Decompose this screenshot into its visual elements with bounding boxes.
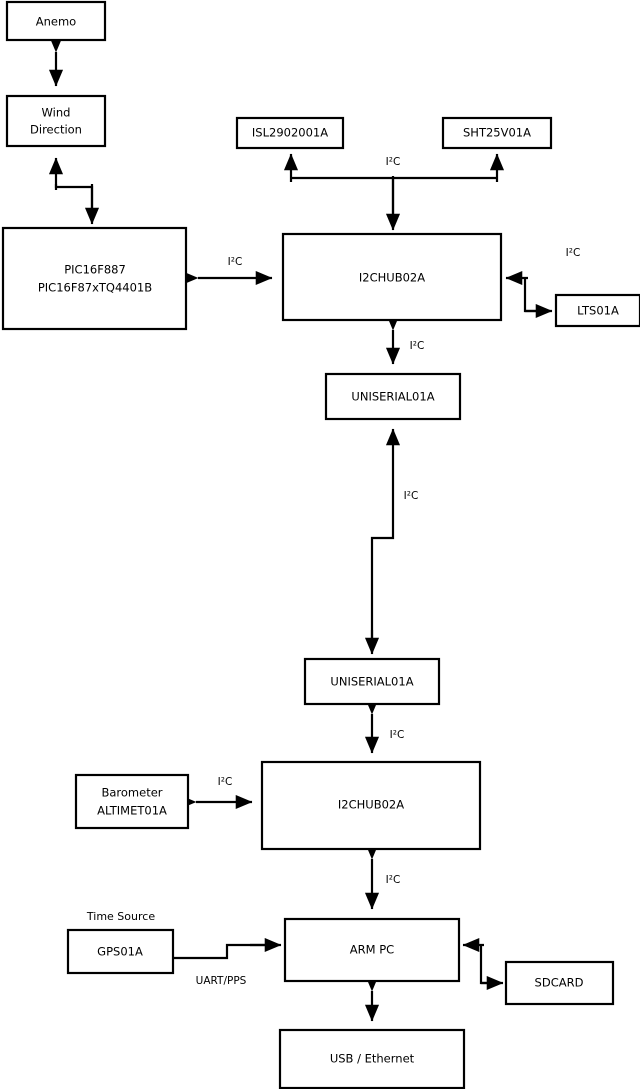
edge-i2chub-top-uniserial-top: I²C <box>385 313 425 365</box>
node-label-wind-direction-line1: Wind <box>42 106 71 120</box>
node-label-uniserial01a-bottom: UNISERIAL01A <box>330 675 413 689</box>
node-label-sht25v01a: SHT25V01A <box>463 126 531 140</box>
node-box[interactable] <box>303 657 441 706</box>
node-label-gps01a: GPS01A <box>97 945 143 959</box>
node-label-barometer-line1: Barometer <box>101 786 162 800</box>
node-label-sdcard: SDCARD <box>535 976 584 990</box>
edge-label-uniserial-bottom-i2c: I²C <box>390 729 405 741</box>
node-label-lts01a: LTS01A <box>577 304 619 318</box>
edge-wind-direction-pic <box>48 157 100 225</box>
edge-label-long-i2c: I²C <box>404 490 419 502</box>
edge-label-pic-hub: I²C <box>228 256 243 268</box>
edge-branch-left <box>291 176 395 224</box>
edge-i2chub-top-lts: I²C <box>505 247 581 319</box>
node-wind-direction[interactable]: Wind Direction <box>5 94 107 148</box>
node-label-pic-line1: PIC16F887 <box>64 263 126 277</box>
edge-gps-arm-pc: UART/PPS <box>173 937 282 987</box>
node-box[interactable] <box>283 917 461 983</box>
node-isl2902001a[interactable]: ISL2902001A <box>235 116 345 150</box>
edge-path <box>370 432 395 640</box>
node-label-uniserial01a-top: UNISERIAL01A <box>351 390 434 404</box>
node-label-usb-ethernet: USB / Ethernet <box>330 1052 415 1066</box>
edge-uniserial-bottom-i2chub-bottom: I²C <box>364 697 405 754</box>
edge-elbow <box>479 945 498 985</box>
edge-label-barometer-i2c: I²C <box>218 776 233 788</box>
node-label-wind-direction-line2: Direction <box>30 123 82 137</box>
node-sht25v01a[interactable]: SHT25V01A <box>441 116 553 150</box>
edge-label-uart-pps: UART/PPS <box>196 975 247 987</box>
node-label-i2chub02a-bottom: I2CHUB02A <box>338 798 404 812</box>
edge-label-uniserial-i2c: I²C <box>410 340 425 352</box>
node-label-pic-line2: PIC16F87xTQ4401B <box>38 281 152 295</box>
node-box[interactable] <box>5 94 107 148</box>
edge-path <box>173 943 275 960</box>
edge-i2chub-top-to-sensors: I²C <box>283 153 505 231</box>
node-box[interactable] <box>66 928 175 975</box>
node-label-barometer-line2: ALTIMET01A <box>97 804 167 818</box>
edge-elbow <box>523 278 546 313</box>
edge-line <box>54 184 94 218</box>
node-pic-microcontroller[interactable]: PIC16F887 PIC16F87xTQ4401B <box>1 226 188 331</box>
node-box[interactable] <box>5 0 107 42</box>
node-box[interactable] <box>281 232 503 322</box>
node-box[interactable] <box>260 760 482 851</box>
edge-label-arm-i2c: I²C <box>386 874 401 886</box>
node-label-arm-pc: ARM PC <box>350 943 394 957</box>
edge-i2chub-bottom-arm-pc: I²C <box>364 842 401 910</box>
node-arm-pc[interactable]: ARM PC <box>283 917 461 983</box>
label-time-source: Time Source <box>86 910 155 923</box>
edge-uniserial-top-uniserial-bottom: I²C <box>364 428 419 655</box>
node-box[interactable] <box>504 960 615 1006</box>
node-uniserial01a-bottom[interactable]: UNISERIAL01A <box>303 657 441 706</box>
node-barometer-altimet01a[interactable]: Barometer ALTIMET01A <box>74 773 190 830</box>
edge-label-sensors-i2c: I²C <box>386 156 401 168</box>
node-box[interactable] <box>74 773 190 830</box>
node-box[interactable] <box>441 116 553 150</box>
edge-arm-pc-sdcard <box>462 937 504 991</box>
edge-pic-i2chub-top: I²C <box>181 256 273 286</box>
node-sdcard[interactable]: SDCARD <box>504 960 615 1006</box>
node-label-i2chub02a-top: I2CHUB02A <box>359 271 425 285</box>
node-gps01a[interactable]: GPS01A <box>66 928 175 975</box>
node-anemo[interactable]: Anemo <box>5 0 107 42</box>
node-i2chub02a-top[interactable]: I2CHUB02A <box>281 232 503 322</box>
node-label-anemo: Anemo <box>36 15 76 29</box>
node-i2chub02a-bottom[interactable]: I2CHUB02A <box>260 760 482 851</box>
node-lts01a[interactable]: LTS01A <box>554 293 640 328</box>
node-uniserial01a-top[interactable]: UNISERIAL01A <box>324 372 462 421</box>
node-usb-ethernet[interactable]: USB / Ethernet <box>278 1028 466 1089</box>
node-box[interactable] <box>554 293 640 328</box>
edge-label-lts-i2c: I²C <box>566 247 581 259</box>
node-box[interactable] <box>1 226 188 331</box>
node-box[interactable] <box>324 372 462 421</box>
node-box[interactable] <box>278 1028 466 1089</box>
node-label-isl2902001a: ISL2902001A <box>252 126 328 140</box>
node-box[interactable] <box>235 116 345 150</box>
edge-barometer-i2chub-bottom: I²C <box>179 776 253 810</box>
